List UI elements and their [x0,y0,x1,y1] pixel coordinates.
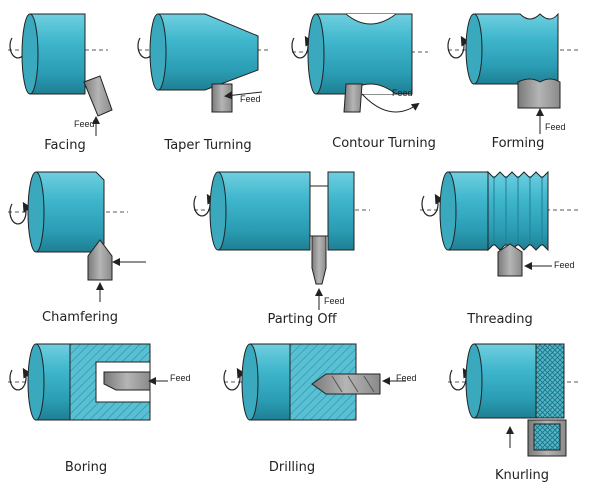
facing-label: Facing [44,138,86,153]
cutting-tool [343,83,363,113]
forming-label: Forming [491,136,545,151]
rotation-arrow-icon [193,193,216,217]
feed-label-boring: Feed [170,373,191,383]
taper-turning-label: Taper Turning [164,138,252,153]
parting-tool [311,235,327,285]
cutting-tool [211,83,233,113]
workpiece [152,13,259,91]
feed-label-drilling: Feed [396,373,417,383]
workpiece [212,171,311,251]
forming-panel [447,12,580,134]
drill-bit [311,373,381,395]
cutting-tool [83,75,113,117]
chamfering-panel [8,171,146,302]
threading-label: Threading [467,312,533,327]
rotation-arrow-icon [421,193,444,217]
threading-tool [497,243,523,277]
knurling-label: Knurling [494,468,550,483]
contour-turning-label: Contour Turning [332,136,436,151]
rotation-arrow-icon [447,35,470,59]
rotation-arrow-icon [223,367,246,391]
boring-panel [8,343,168,421]
rotation-arrow-icon [9,367,32,391]
cutting-tool [87,239,113,281]
workpiece [310,13,413,95]
contour-turning-panel [291,13,428,113]
boring-label: Boring [64,460,108,475]
feed-label-contour: Feed [392,88,413,98]
feed-label-forming: Feed [545,122,566,132]
drilling-label: Drilling [268,460,316,475]
rotation-arrow-icon [449,367,472,391]
chamfering-label: Chamfering [42,310,118,325]
knurling-panel [448,343,580,457]
rotation-arrow-icon [9,201,32,225]
feed-label-taper: Feed [240,94,261,104]
feed-label-facing: Feed [74,119,95,129]
facing-panel [8,13,113,136]
forming-tool [517,78,561,109]
drilling-panel [223,343,406,421]
rotation-arrow-icon [291,35,314,59]
parting-off-label: Parting Off [267,312,337,327]
threading-panel [420,170,580,277]
feed-label-threading: Feed [554,260,575,270]
feed-label-parting: Feed [324,296,345,306]
taper-turning-panel [137,13,268,113]
boring-tool [103,371,151,391]
parting-off-panel [193,171,370,310]
